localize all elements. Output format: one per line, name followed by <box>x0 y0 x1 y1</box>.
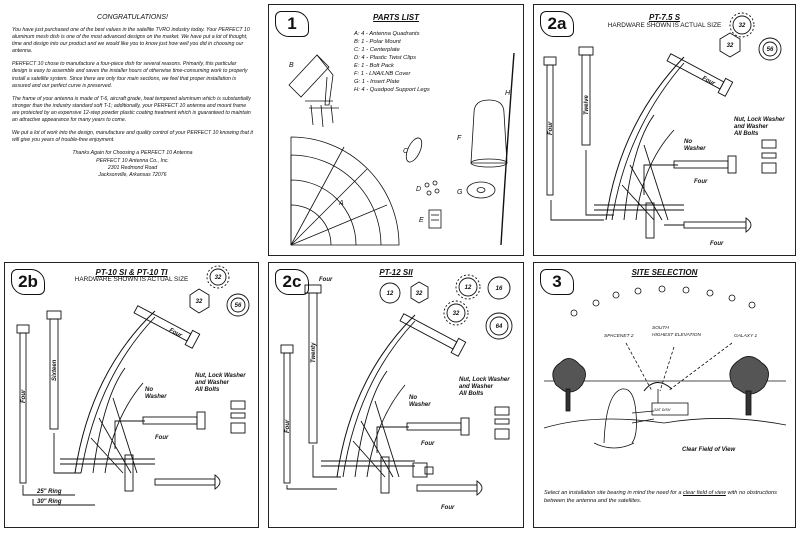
panel-number: 2b <box>11 269 45 295</box>
panel-title: SITE SELECTION <box>631 268 698 277</box>
svg-text:30" Ring: 30" Ring <box>37 499 62 505</box>
svg-text:25" Ring: 25" Ring <box>36 489 62 495</box>
size-badge: 12 <box>465 285 472 291</box>
panel-subtitle: HARDWARE SHOWN IS ACTUAL SIZE <box>607 22 722 29</box>
sat-label: SPACENET 2 <box>604 333 634 339</box>
label-f: F <box>457 135 462 142</box>
intro-title: CONGRATULATIONS! <box>97 14 168 21</box>
list-item: A: 4 - Antenna Quadrants <box>354 31 420 37</box>
size-badge: 56 <box>235 303 242 309</box>
sat-label: GALAXY 1 <box>734 333 757 339</box>
size-badge: 32 <box>453 311 460 317</box>
svg-text:Four: Four <box>421 441 435 447</box>
panel-number: 2c <box>275 269 309 295</box>
size-badge: 56 <box>767 47 774 53</box>
panel-3: 3 SITE SELECTION <box>533 262 796 528</box>
label-a: A <box>338 200 344 207</box>
intro-paragraph: The frame of your antenna is made of T-6… <box>12 95 251 124</box>
svg-text:Four: Four <box>548 121 554 135</box>
list-item: E: 1 - Bolt Pack <box>354 63 394 69</box>
intro-paragraph: We put a lot of work into the design, ma… <box>12 130 253 144</box>
svg-text:Four: Four <box>285 419 291 433</box>
panel-title: PT-12 SII <box>379 268 413 277</box>
svg-text:Four: Four <box>21 389 27 403</box>
panel-title: PARTS LIST <box>373 13 419 22</box>
size-badge: 64 <box>496 324 503 330</box>
list-item: D: 4 - Plastic Twist Clips <box>354 55 417 61</box>
intro-panel: CONGRATULATIONS! You have just purchased… <box>4 4 259 256</box>
sign-label: SAT DISH <box>654 408 671 412</box>
panel-number: 2a <box>540 11 574 37</box>
list-item: C: 1 - Centerplate <box>354 47 400 53</box>
parts-list: A: 4 - Antenna Quadrants B: 1 - Polar Mo… <box>354 30 430 94</box>
svg-text:Twelve: Twelve <box>584 95 590 115</box>
intro-paragraph: You have just purchased one of the best … <box>12 27 250 55</box>
size-badge: 16 <box>496 286 503 292</box>
label-d: D <box>416 186 421 193</box>
panel-number: 3 <box>540 269 574 295</box>
svg-text:Four: Four <box>319 277 333 283</box>
list-item: H: 4 - Quadpod Support Legs <box>354 87 430 93</box>
label-b: B <box>289 62 294 69</box>
parts-drawing: A B C D E F G H <box>288 52 515 246</box>
svg-text:Sixteen: Sixteen <box>52 359 58 381</box>
size-badge: 32 <box>215 275 222 281</box>
list-item: F: 1 - LNA/LNB Cover <box>354 71 411 77</box>
size-badge: 12 <box>387 291 394 297</box>
size-badge: 32 <box>416 291 423 297</box>
svg-text:Four: Four <box>701 75 716 87</box>
signature: Thanks Again for Choosing a PERFECT 10 A… <box>72 150 193 178</box>
svg-text:Four: Four <box>710 241 724 247</box>
svg-text:Four: Four <box>441 505 455 511</box>
panel-subtitle: HARDWARE SHOWN IS ACTUAL SIZE <box>74 276 189 283</box>
label-h: H <box>505 90 511 97</box>
label-e: E <box>419 217 424 224</box>
svg-text:Twenty: Twenty <box>311 342 317 363</box>
size-badge: 32 <box>727 43 734 49</box>
panel-title: PT-7.5 S <box>648 13 681 22</box>
svg-text:Four: Four <box>694 179 708 185</box>
parts-panel: 1 PARTS LIST A: 4 - Antenna Quadrants B:… <box>268 4 524 256</box>
list-item: B: 1 - Polar Mount <box>354 39 401 45</box>
panel-2c: 2c PT-12 SII <box>268 262 524 528</box>
panel-2a: 2a PT-7.5 S HARDWARE SHOWN IS ACTUAL SIZ… <box>533 4 796 256</box>
list-item: G: 1 - Insert Plate <box>354 79 400 85</box>
svg-text:Four: Four <box>168 327 183 339</box>
intro-paragraph: PERFECT 10 chose to manufacture a four-p… <box>12 61 248 89</box>
size-badge: 32 <box>196 299 203 305</box>
site-caption: Select an installation site bearing in m… <box>544 490 777 504</box>
size-badge: 32 <box>739 23 746 29</box>
label-c: C <box>403 148 409 155</box>
panel-2b: 2b PT-10 SI & PT-10 TI HARDWARE SHOWN IS… <box>4 262 259 528</box>
svg-text:Four: Four <box>155 435 169 441</box>
clear-field-label: Clear Field of View <box>682 447 735 453</box>
panel-title: PT-10 SI & PT-10 TI <box>95 268 168 277</box>
panel-number: 1 <box>275 11 309 37</box>
label-g: G <box>457 189 463 196</box>
